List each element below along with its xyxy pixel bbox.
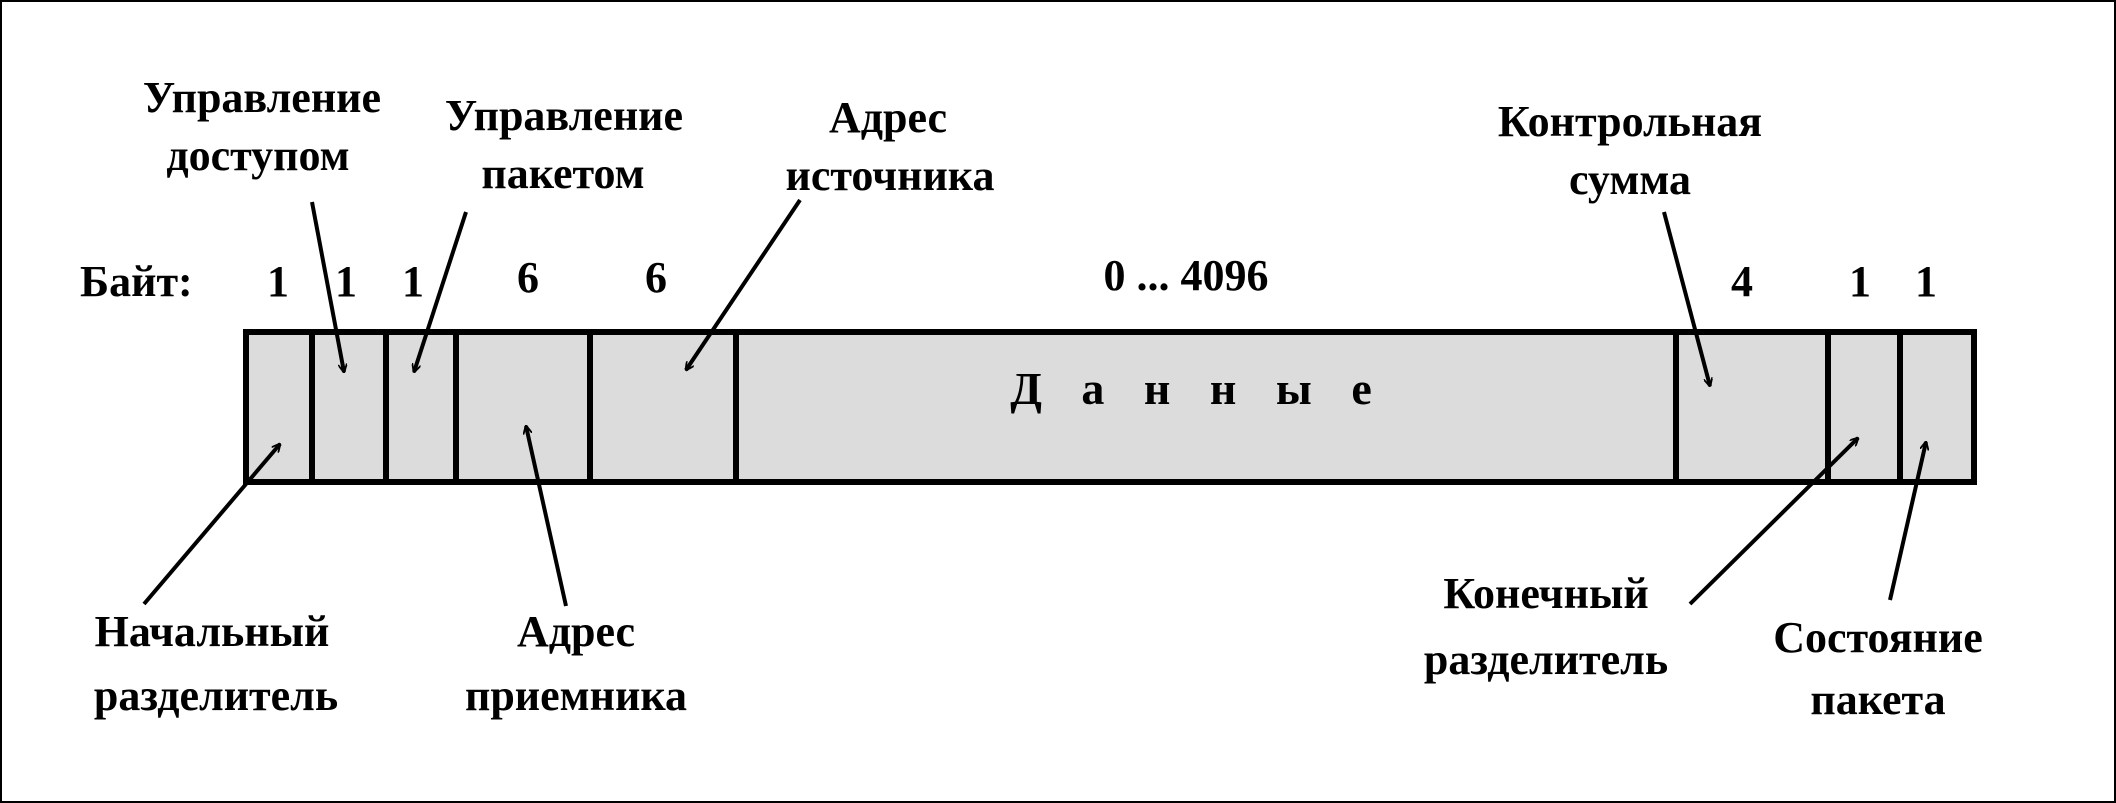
bytes-label: Байт:	[80, 257, 193, 306]
arrow-destination-address	[526, 426, 568, 607]
arrow-source-address	[684, 198, 802, 370]
bytes-end-delimiter: 1	[1849, 257, 1871, 306]
bytes-destination-address: 6	[517, 253, 539, 302]
label-source-address-line2: источника	[786, 151, 995, 200]
label-destination-address-line2: приемника	[465, 671, 687, 720]
label-checksum-line1: Контрольная	[1498, 97, 1762, 146]
label-access-control-line2: доступом	[166, 131, 349, 180]
label-frame-control-line2: пакетом	[481, 149, 644, 198]
label-source-address-line1: Адрес	[829, 93, 947, 142]
label-start-delimiter-line2: разделитель	[94, 671, 338, 720]
label-destination-address-line1: Адрес	[517, 607, 635, 656]
label-end-delimiter-line2: разделитель	[1424, 635, 1668, 684]
arrow-start-delimiter	[142, 444, 280, 606]
arrow-end-delimiter	[1688, 438, 1858, 606]
label-access-control-line1: Управление	[143, 73, 381, 122]
bytes-data: 0 ... 4096	[1104, 251, 1269, 300]
bytes-source-address: 6	[645, 253, 667, 302]
arrow-frame-status	[1888, 442, 1926, 601]
label-frame-control-line1: Управление	[445, 91, 683, 140]
bytes-frame-control: 1	[402, 257, 424, 306]
bytes-start-delimiter: 1	[267, 257, 289, 306]
data-field-label: Д а н н ы е	[1010, 363, 1386, 414]
label-start-delimiter-line1: Начальный	[95, 607, 330, 656]
bytes-frame-status: 1	[1915, 257, 1937, 306]
label-frame-status-line1: Состояние	[1773, 613, 1983, 662]
arrow-frame-control	[414, 211, 468, 372]
label-checksum-line2: сумма	[1569, 155, 1691, 204]
label-end-delimiter-line1: Конечный	[1443, 569, 1648, 618]
label-frame-status-line2: пакета	[1810, 675, 1945, 724]
arrow-checksum	[1662, 211, 1710, 386]
arrow-access-control	[310, 201, 344, 372]
bytes-checksum: 4	[1731, 257, 1753, 306]
bytes-access-control: 1	[335, 257, 357, 306]
